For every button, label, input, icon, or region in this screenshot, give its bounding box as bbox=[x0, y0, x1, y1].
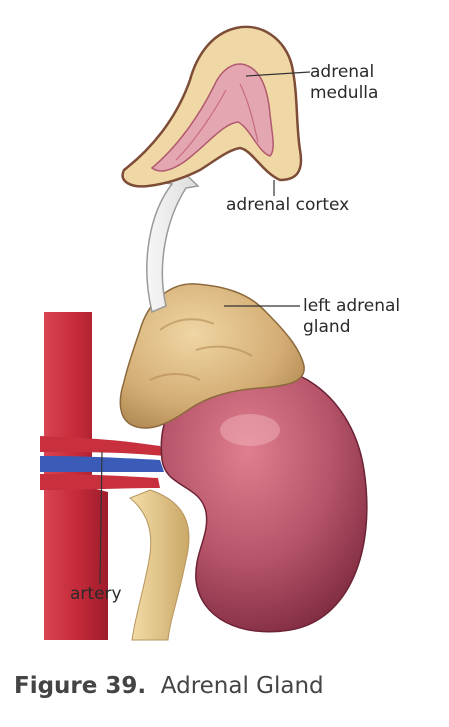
label-left-adrenal-gland-line2: gland bbox=[303, 317, 351, 337]
left-adrenal-gland bbox=[119, 283, 305, 429]
ureter bbox=[129, 489, 190, 641]
renal-artery bbox=[40, 436, 166, 456]
label-adrenal-medulla: adrenal medulla bbox=[310, 62, 378, 104]
label-artery: artery bbox=[70, 584, 122, 604]
leader-artery bbox=[99, 451, 103, 585]
label-adrenal-cortex: adrenal cortex bbox=[226, 195, 350, 215]
leader-medulla bbox=[245, 71, 311, 77]
caption-title: Adrenal Gland bbox=[160, 673, 324, 699]
renal-artery-lower bbox=[40, 474, 160, 490]
kidney bbox=[160, 365, 368, 633]
label-left-adrenal-gland: left adrenal gland bbox=[303, 296, 400, 338]
figure-caption: Figure 39. Adrenal Gland bbox=[14, 673, 324, 699]
label-adrenal-medulla-line2: medulla bbox=[310, 83, 379, 103]
label-adrenal-medulla-line1: adrenal bbox=[310, 62, 375, 82]
caption-number: Figure 39. bbox=[14, 673, 147, 699]
label-left-adrenal-gland-line1: left adrenal bbox=[303, 296, 401, 316]
zoom-arrow bbox=[146, 163, 200, 314]
